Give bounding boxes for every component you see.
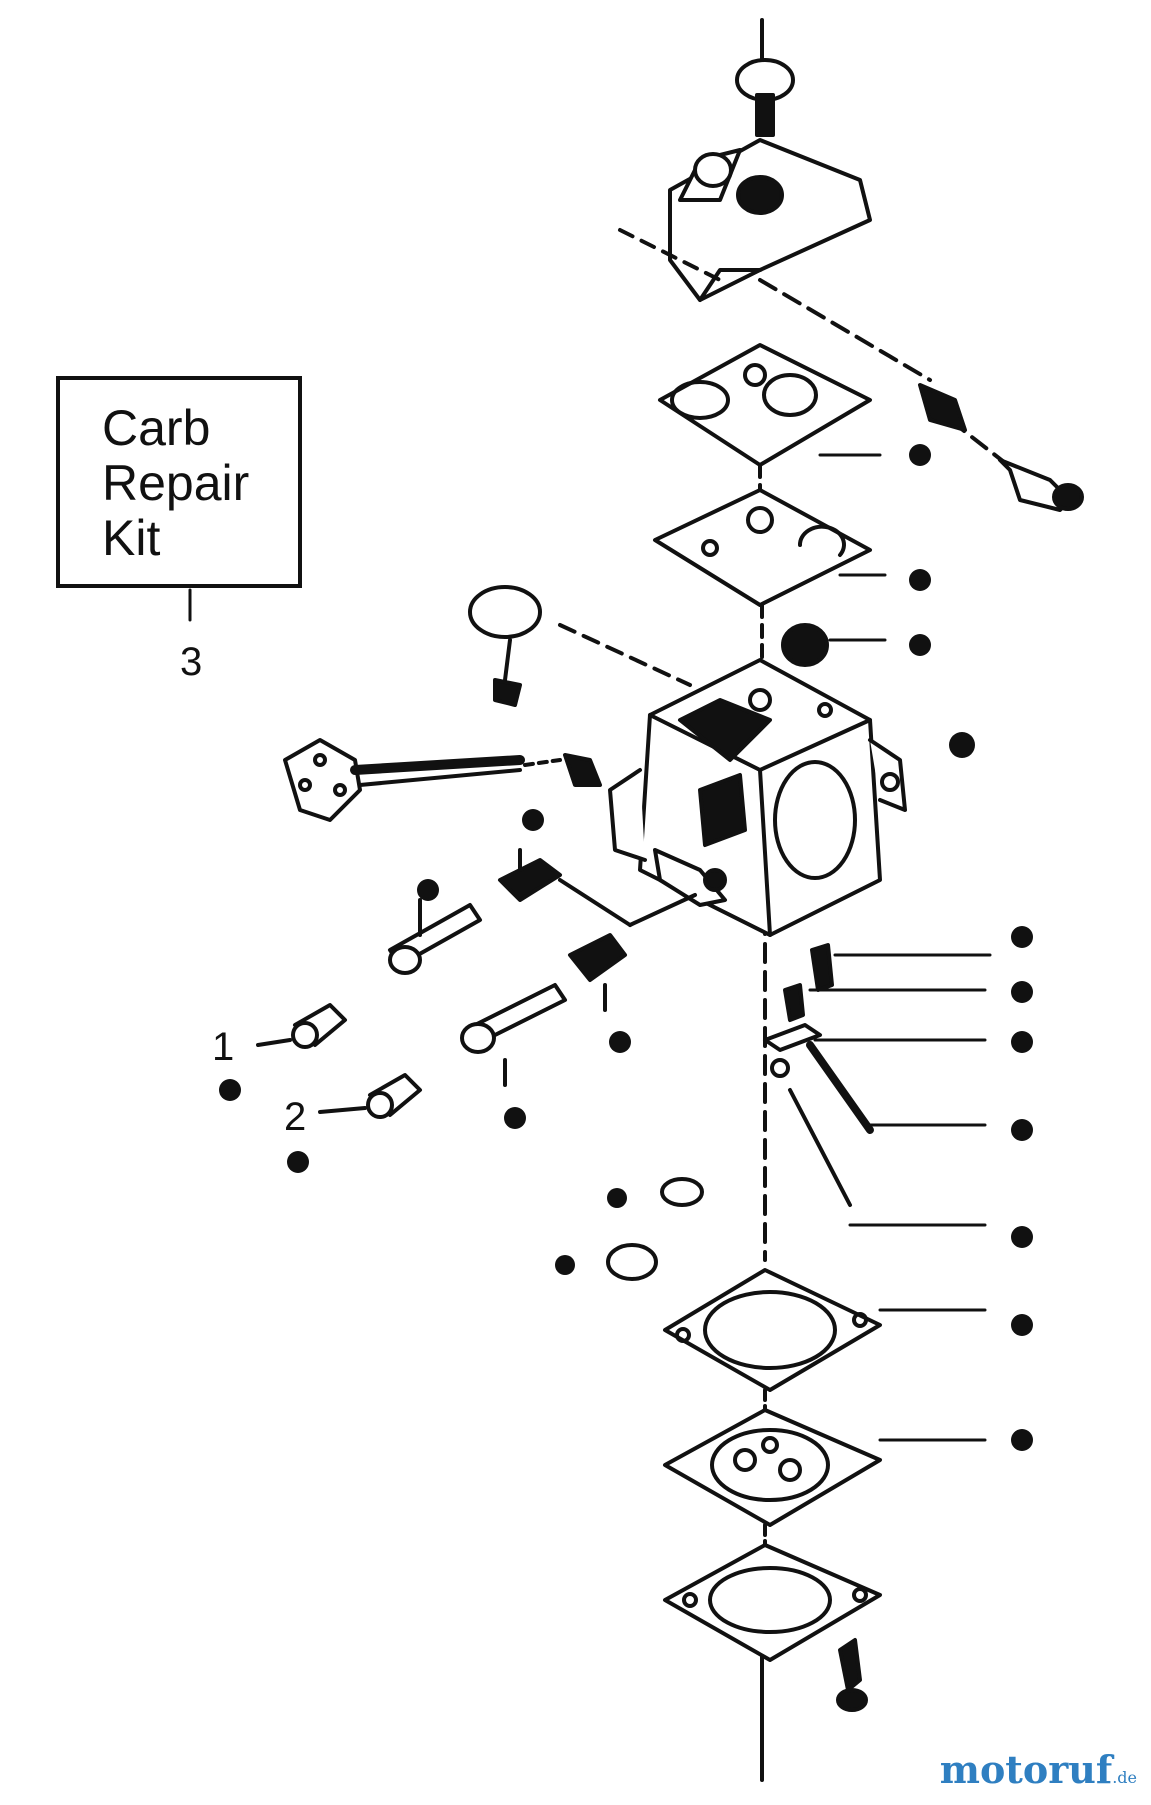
pump-gasket [658,343,872,497]
side-adjust-screw [918,383,1084,512]
choke-plate [468,585,692,707]
watermark-domain: .de [1112,1768,1137,1787]
carburetor-body [608,658,907,937]
callout-dots [219,444,1033,1451]
kit-line-3: Kit [102,510,160,566]
high-speed-needle [460,893,697,1087]
limiter-cap-1 [256,1003,347,1049]
pump-diaphragm [653,488,872,662]
throttle-shaft [283,738,602,822]
low-speed-needle [388,848,632,975]
metering-gasket [663,1268,882,1412]
kit-line-1: Carb [102,400,210,456]
welch-plug-large [606,1243,658,1281]
watermark-logo: motoruf.de [940,1747,1137,1792]
inlet-needle [763,943,874,1207]
metering-diaphragm [663,1408,882,1552]
kit-ref-number: 3 [180,640,202,684]
watermark-brand: motoruf [939,1747,1113,1792]
part-label-1: 1 [212,1025,234,1069]
welch-plug-small [660,1177,704,1207]
carb-repair-kit-box: Carb Repair Kit 3 [56,376,302,684]
callout-leaders [188,453,992,1442]
limiter-cap-2 [318,1073,422,1119]
metering-cover [663,1543,882,1712]
top-cover [618,138,872,302]
part-label-2: 2 [284,1095,306,1139]
top-screw [735,58,795,137]
kit-line-2: Repair [102,455,249,511]
valve-disc [781,623,829,667]
